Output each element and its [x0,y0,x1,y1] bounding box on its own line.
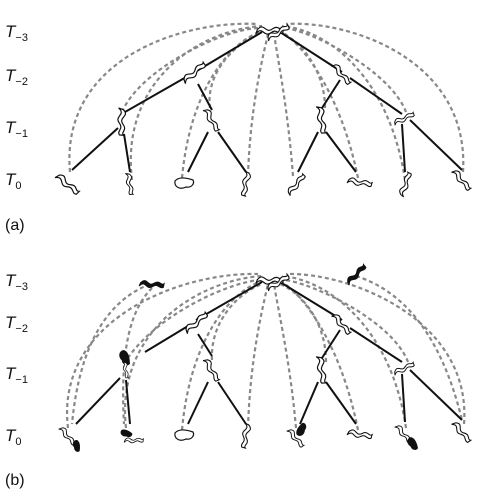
row-label-t-0: T0 [5,170,22,192]
node-t-1-c-b-icon [311,356,331,385]
node-t-1-d-icon [393,111,416,126]
row-label-t-minus-1-b: T−1 [5,364,28,386]
dark-molecule-right-icon [343,263,371,286]
row-label-t-minus-2-b: T−2 [5,313,28,335]
node-t-2-right-icon [331,61,352,88]
panel-a: T−3 T−2 T−1 T0 (a) [5,19,472,234]
molecules-b [58,263,472,453]
leaf-3-b-icon [174,429,195,441]
panel-label-a: (a) [5,217,25,234]
row-label-t-minus-3-b: T−3 [5,271,28,293]
leaf-6-b-icon [346,423,374,447]
leaf-7-icon [393,171,419,198]
leaf-3-icon [174,177,195,189]
node-t-2-right-b-icon [331,311,352,338]
node-t-1-b-icon [202,107,220,134]
leaf-4-b-icon [233,422,257,450]
leaf-8-icon [451,167,472,194]
dashed-arcs-b [65,272,466,431]
row-label-t-minus-3: T−3 [5,22,28,44]
leaf-4-icon [233,170,257,198]
node-t-1-c-icon [311,106,331,135]
tree-edges-b [75,281,463,425]
tree-edges-a [71,31,463,173]
leaf-6-icon [346,171,374,195]
leaf-8-b-icon [451,419,472,446]
leaf-5-icon [283,172,311,197]
row-label-t-minus-2: T−2 [5,66,28,88]
node-t-1-b-b-icon [202,357,220,384]
node-t-2-left-b-icon [182,311,212,335]
leaf-2-icon [121,172,137,196]
node-t-2-left-icon [180,61,210,85]
panel-label-b: (b) [5,472,25,489]
panel-b: T−3 T−2 T−1 T0 (b) [5,263,472,489]
node-t-1-d-b-icon [393,361,416,376]
row-label-t-minus-1: T−1 [5,118,28,140]
row-label-t-0-b: T0 [5,426,22,448]
leaf-1-icon [54,170,81,200]
molecules-a [54,19,472,200]
